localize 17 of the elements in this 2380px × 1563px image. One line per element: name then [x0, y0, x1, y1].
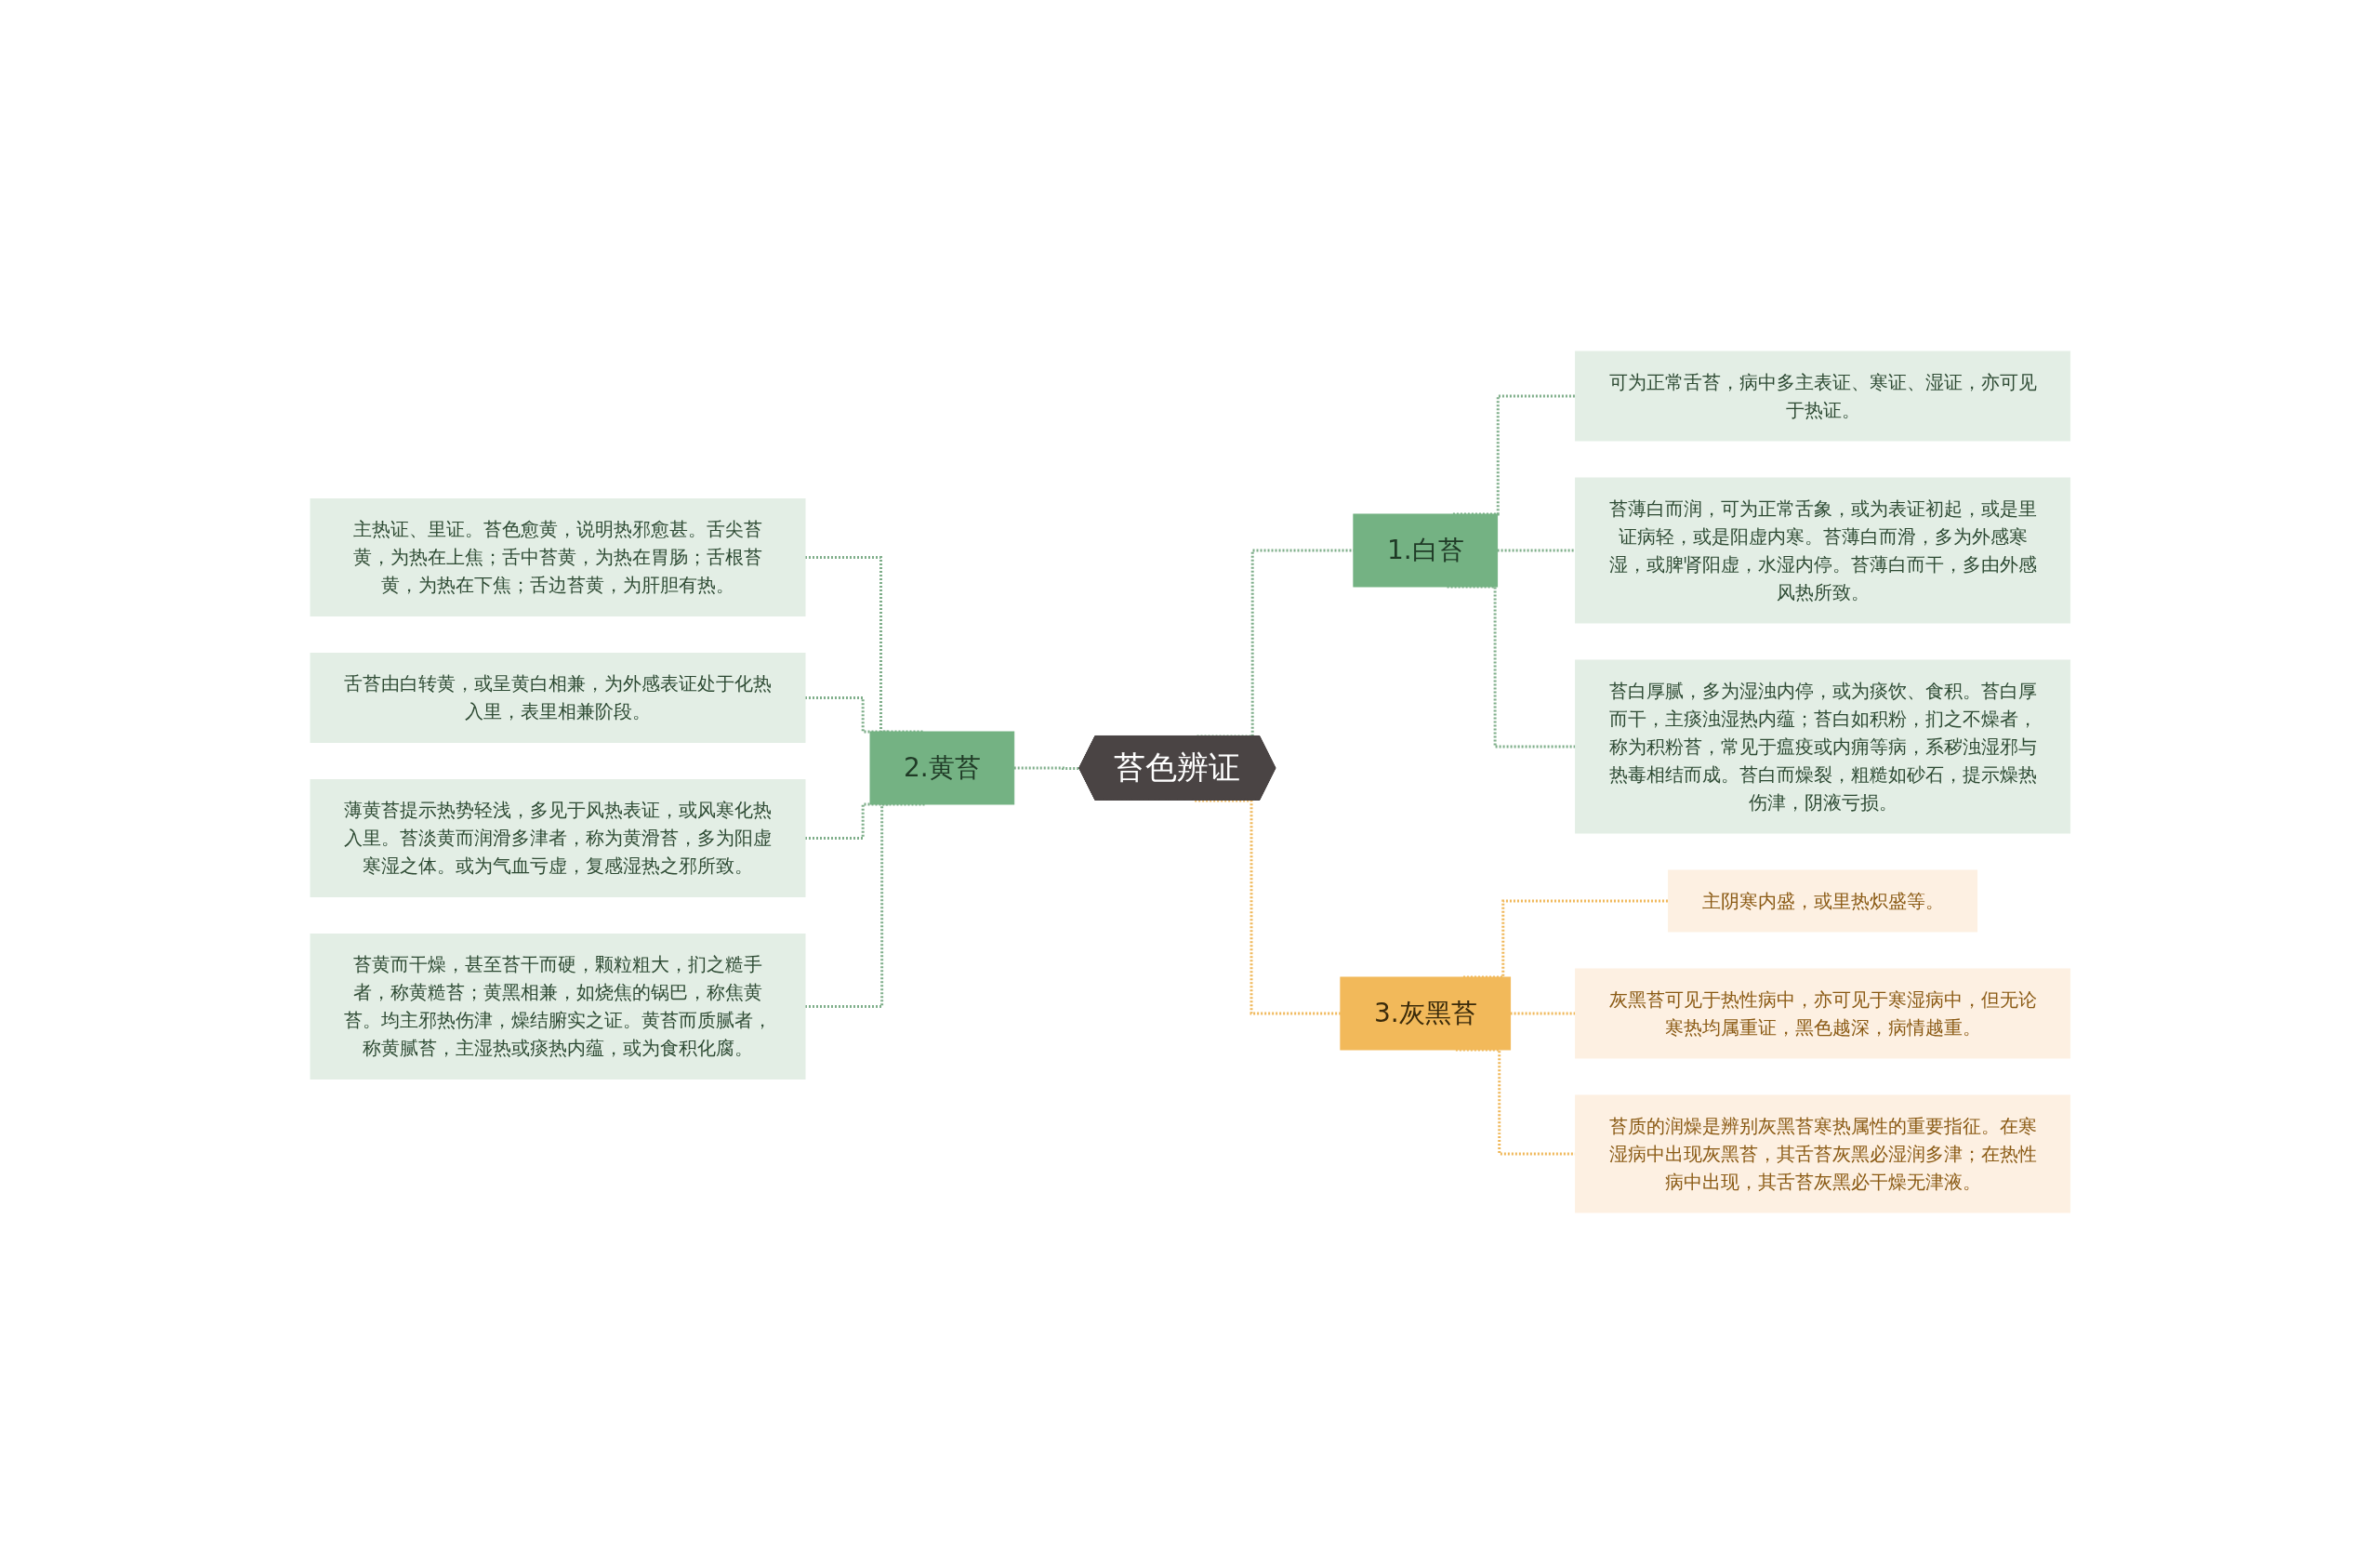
- node-box: 可为正常舌苔，病中多主表证、寒证、湿证，亦可见于热证。: [1574, 351, 2070, 441]
- connector: [1510, 1012, 1576, 1014]
- node-box: 主热证、里证。苔色愈黄，说明热邪愈甚。舌尖苔黄，为热在上焦；舌中苔黄，为热在胃肠；舌根苔黄，为热在下焦；舌边苔黄，为肝胆有热。: [310, 497, 806, 616]
- node-box: 舌苔由白转黄，或呈黄白相兼，为外感表证处于化热入里，表里相兼阶段。: [310, 652, 806, 743]
- connector: [1497, 549, 1576, 551]
- connector: [1013, 766, 1079, 770]
- node-box: 1.白苔: [1353, 513, 1498, 587]
- node-box: 灰黑苔可见于热性病中，亦可见于寒湿病中，但无论寒热均属重证，黑色越深，病情越重。: [1574, 968, 2070, 1058]
- node-box: 薄黄苔提示热势轻浅，多见于风热表证，或风寒化热入里。苔淡黄而润滑多津者，称为黄滑苔，多为阳虚寒湿之体。或为气血亏虚，复感湿热之邪所致。: [310, 778, 806, 897]
- node-box: 2.黄苔: [869, 731, 1014, 804]
- node-box: 3.灰黑苔: [1340, 976, 1511, 1050]
- node-box: 苔质的润燥是辨别灰黑苔寒热属性的重要指征。在寒湿病中出现灰黑苔，其舌苔灰黑必湿润多津；在热性病中出现，其舌苔灰黑必干燥无津液。: [1574, 1094, 2070, 1212]
- node-box: 苔黄而干燥，甚至苔干而硬，颗粒粗大，扪之糙手者，称黄糙苔；黄黑相兼，如烧焦的锅巴，称焦黄苔。均主邪热伤津，燥结腑实之证。黄苔而质腻者，称黄腻苔，主湿热或痰热内蕴，或为食积化腐。: [310, 933, 806, 1080]
- connector: [1194, 799, 1341, 1014]
- node-box: 主阴寒内盛，或里热炽盛等。: [1667, 869, 1977, 932]
- node-box: 苔白厚腻，多为湿浊内停，或为痰饮、食积。苔白厚而干，主痰浊湿热内蕴；苔白如积粉，扪之不燥者，称为积粉苔，常见于瘟疫或内痈等病，系秽浊湿邪与热毒相结而成。苔白而燥裂，粗糙如砂石，提示燥热伤津，阴液亏损。: [1574, 659, 2070, 833]
- node-box: 苔薄白而润，可为正常舌象，或为表证初起，或是里证病轻，或是阳虚内寒。苔薄白而滑，多为外感寒湿，或脾肾阳虚，水湿内停。苔薄白而干，多由外感风热所致。: [1574, 477, 2070, 623]
